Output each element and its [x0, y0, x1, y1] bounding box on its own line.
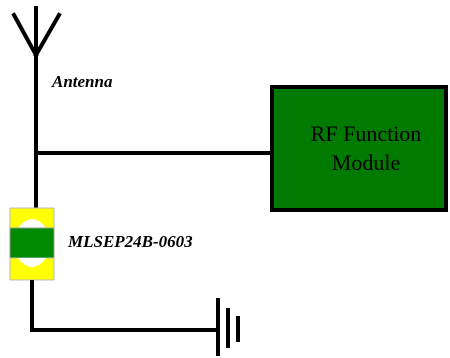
- module-title-line1: RF Function: [311, 121, 422, 146]
- component-bottom-notch: [18, 258, 46, 267]
- module-box: [270, 85, 448, 212]
- component-top-notch: [18, 219, 46, 228]
- antenna-label: Antenna: [51, 72, 113, 91]
- component-body: [9, 227, 55, 259]
- ground-icon: [216, 298, 240, 356]
- esd-component: [9, 207, 55, 281]
- component-label: MLSEP24B-0603: [67, 232, 193, 251]
- module-title-line2: Module: [332, 150, 400, 175]
- rf-function-module: RF Function Module: [270, 85, 448, 212]
- antenna-icon: [11, 6, 62, 58]
